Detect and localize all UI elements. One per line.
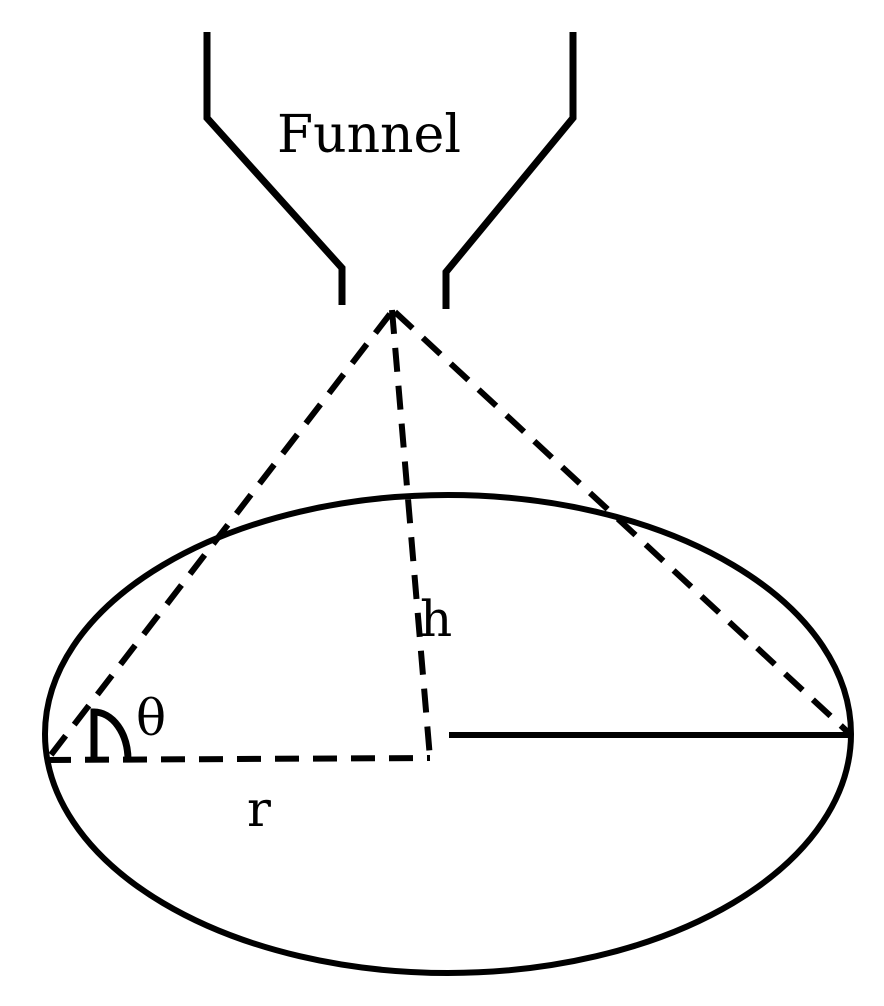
radius-label: r xyxy=(247,780,271,838)
cone-right-edge xyxy=(392,309,854,738)
cone-left-edge xyxy=(44,312,393,762)
funnel-label: Funnel xyxy=(277,105,461,165)
funnel xyxy=(203,32,577,309)
base-radius-line xyxy=(46,755,431,763)
funnel-left-wall xyxy=(203,32,346,305)
height-label: h xyxy=(420,590,452,648)
angle-arc xyxy=(90,708,132,761)
height-line xyxy=(389,309,433,759)
cone-construction-lines xyxy=(44,309,854,763)
funnel-right-wall xyxy=(442,32,577,309)
angle-label: θ xyxy=(136,689,166,747)
